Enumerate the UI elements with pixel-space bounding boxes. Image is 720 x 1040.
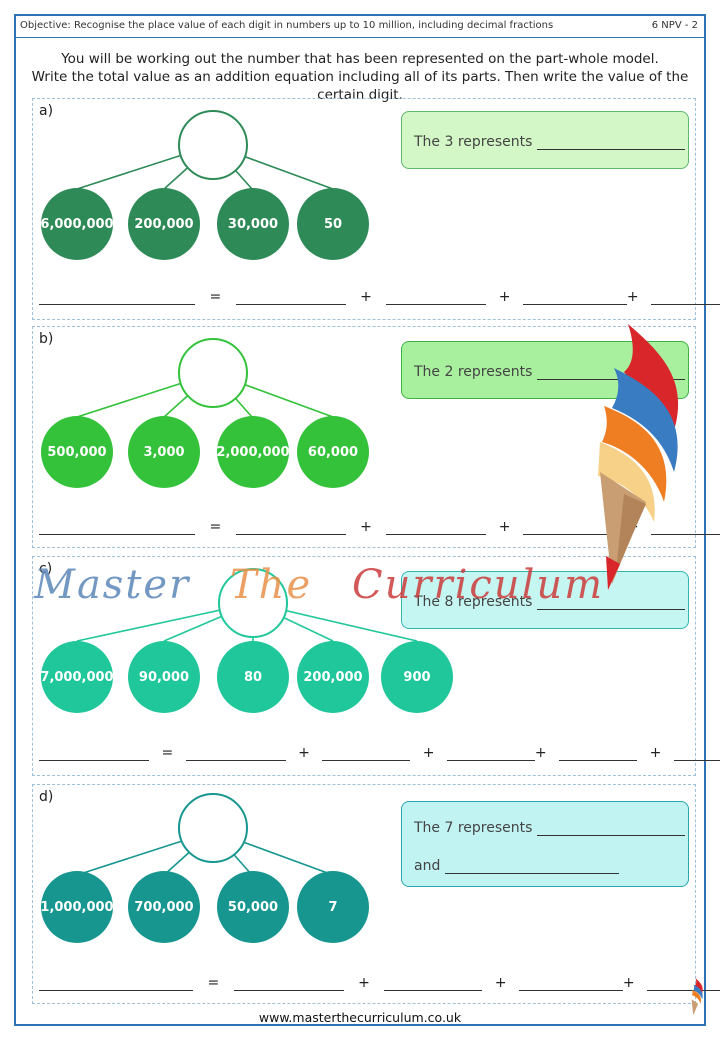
part-circle: 2,000,000 xyxy=(216,416,290,488)
header-bar: Objective: Recognise the place value of … xyxy=(14,14,706,38)
section-label: d) xyxy=(39,789,54,805)
digit-prompt: The 3 represents xyxy=(414,134,533,150)
instructions: You will be working out the number that … xyxy=(14,50,706,104)
digit-prompt: The 8 represents xyxy=(414,594,533,610)
digit-value-box[interactable]: The 8 represents xyxy=(401,571,689,629)
part-circle: 200,000 xyxy=(128,188,200,260)
section-label: c) xyxy=(39,561,53,577)
watermark-word-master: Master xyxy=(34,562,191,608)
digit-prompt: The 7 represents xyxy=(414,820,533,836)
whole-circle[interactable] xyxy=(218,568,288,638)
answer-blank[interactable] xyxy=(536,821,685,836)
addition-equation: = + + + xyxy=(39,975,720,991)
answer-blank[interactable] xyxy=(536,135,685,150)
part-circle: 60,000 xyxy=(297,416,369,488)
plus-sign: + xyxy=(298,745,310,761)
watermark-word-curriculum: Curriculum xyxy=(352,562,605,608)
part-circle: 900 xyxy=(381,641,453,713)
section-d: d) 1,000,000 700,000 50,000 7 The 7 repr… xyxy=(32,784,720,1004)
objective-text: Objective: Recognise the place value of … xyxy=(20,20,554,31)
total-blank[interactable] xyxy=(39,976,193,991)
part-blank[interactable] xyxy=(673,746,720,761)
part-circle: 200,000 xyxy=(297,641,369,713)
section-a: a) 6,000,000 200,000 30,000 50 The 3 rep… xyxy=(32,98,720,320)
part-blank[interactable] xyxy=(233,976,344,991)
lesson-code: 6 NPV - 2 xyxy=(651,20,698,31)
watermark-word-the: The xyxy=(230,562,313,608)
plus-sign: + xyxy=(422,745,435,761)
part-circle: 90,000 xyxy=(128,641,200,713)
plus-sign: + xyxy=(360,289,372,305)
part-circle: 3,000 xyxy=(128,416,200,488)
part-blank[interactable] xyxy=(518,976,623,991)
digit-prompt: The 2 represents xyxy=(414,364,533,380)
part-circle: 700,000 xyxy=(128,871,200,943)
part-circle: 500,000 xyxy=(41,416,113,488)
plus-sign: + xyxy=(626,289,639,305)
section-c: c) 7,000,000 90,000 80 200,000 900 The 8… xyxy=(32,556,720,776)
digit-prompt-and: and xyxy=(414,858,441,874)
pencil-flame-logo xyxy=(598,324,679,590)
answer-blank[interactable] xyxy=(536,595,685,610)
plus-sign: + xyxy=(622,975,635,991)
plus-sign: + xyxy=(534,745,547,761)
equals-sign: = xyxy=(209,289,222,305)
whole-circle[interactable] xyxy=(178,110,248,180)
total-blank[interactable] xyxy=(39,290,195,305)
part-circle: 6,000,000 xyxy=(40,188,114,260)
part-blank[interactable] xyxy=(446,746,535,761)
plus-sign: + xyxy=(360,519,372,535)
total-blank[interactable] xyxy=(39,520,195,535)
section-label: b) xyxy=(39,331,54,347)
page-frame xyxy=(14,14,706,1026)
part-circle: 7,000,000 xyxy=(40,641,114,713)
part-blank[interactable] xyxy=(559,746,638,761)
part-blank[interactable] xyxy=(185,746,286,761)
part-circle: 7 xyxy=(297,871,369,943)
pencil-flame-logo-small xyxy=(691,978,703,1016)
section-label: a) xyxy=(39,103,54,119)
part-circle: 30,000 xyxy=(217,188,289,260)
section-b: b) 500,000 3,000 2,000,000 60,000 The 2 … xyxy=(32,326,720,548)
plus-sign: + xyxy=(649,745,662,761)
addition-equation: = + + + + xyxy=(39,745,720,761)
addition-equation: = + + + xyxy=(39,289,720,305)
plus-sign: + xyxy=(494,975,507,991)
part-circle: 1,000,000 xyxy=(40,871,114,943)
total-blank[interactable] xyxy=(39,746,149,761)
part-blank[interactable] xyxy=(322,746,411,761)
answer-blank[interactable] xyxy=(444,859,619,874)
whole-circle[interactable] xyxy=(178,338,248,408)
part-blank[interactable] xyxy=(647,976,720,991)
footer-url[interactable]: www.masterthecurriculum.co.uk xyxy=(258,1010,462,1025)
part-blank[interactable] xyxy=(386,520,487,535)
part-blank[interactable] xyxy=(522,290,627,305)
digit-value-box[interactable]: The 7 represents and xyxy=(401,801,689,887)
part-blank[interactable] xyxy=(522,520,627,535)
plus-sign: + xyxy=(358,975,370,991)
part-circle: 50,000 xyxy=(217,871,289,943)
whole-circle[interactable] xyxy=(178,793,248,863)
part-circle: 50 xyxy=(297,188,369,260)
plus-sign: + xyxy=(498,519,511,535)
digit-value-box[interactable]: The 3 represents xyxy=(401,111,689,169)
equals-sign: = xyxy=(209,519,222,535)
instruction-line-2: Write the total value as an addition equ… xyxy=(31,69,689,103)
part-blank[interactable] xyxy=(235,290,346,305)
equals-sign: = xyxy=(207,975,220,991)
answer-blank[interactable] xyxy=(536,365,685,380)
part-blank[interactable] xyxy=(651,290,720,305)
part-blank[interactable] xyxy=(386,290,487,305)
part-blank[interactable] xyxy=(651,520,720,535)
part-blank[interactable] xyxy=(384,976,483,991)
instruction-line-1: You will be working out the number that … xyxy=(61,51,659,67)
part-blank[interactable] xyxy=(235,520,346,535)
equals-sign: = xyxy=(161,745,174,761)
plus-sign: + xyxy=(498,289,511,305)
part-circle: 80 xyxy=(217,641,289,713)
